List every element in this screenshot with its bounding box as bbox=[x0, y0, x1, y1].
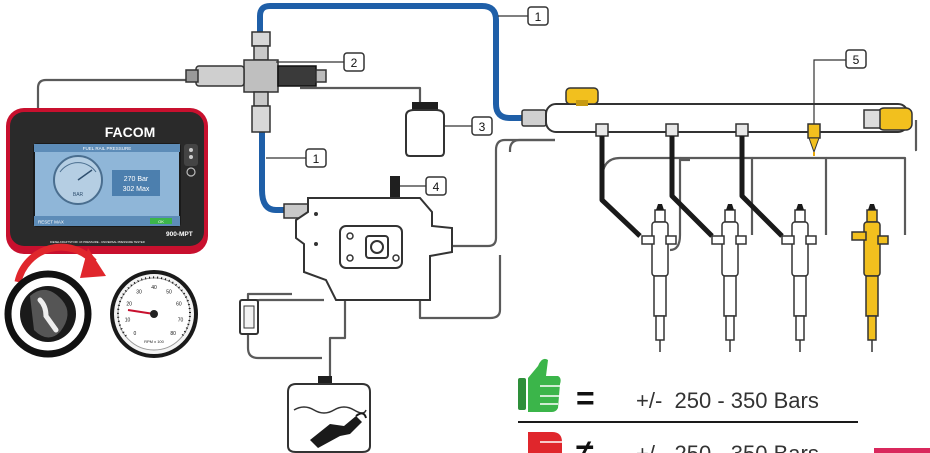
injector-3 bbox=[782, 204, 816, 352]
callout-1a: 1 bbox=[535, 10, 542, 24]
screen-gauge-unit: BAR bbox=[73, 192, 84, 198]
callout-5: 5 bbox=[853, 53, 860, 67]
screen-title: FUEL RAIL PRESSURE bbox=[83, 146, 131, 151]
collection-bottle bbox=[406, 102, 444, 156]
common-rail bbox=[522, 88, 912, 156]
injector-pipes bbox=[602, 136, 782, 236]
tachometer-tick-label: 0 bbox=[134, 331, 137, 337]
injector-4-faulty bbox=[852, 204, 888, 352]
accent-bar bbox=[874, 448, 930, 453]
tachometer-tick-label: 30 bbox=[136, 290, 142, 296]
callout-3: 3 bbox=[479, 120, 486, 134]
tee-adapter bbox=[186, 32, 326, 132]
thumbs-up-icon bbox=[518, 359, 561, 412]
injector-1 bbox=[642, 204, 676, 352]
readout-current: 270 Bar bbox=[124, 176, 149, 183]
not-equal-symbol: ≠ bbox=[576, 433, 594, 453]
device-brand: FACOM bbox=[105, 124, 156, 140]
tachometer-tick-label: 20 bbox=[126, 302, 132, 308]
result-bad: ≠ +/- 250 - 350 Bars bbox=[528, 432, 930, 453]
tachometer-tick-label: 80 bbox=[170, 331, 176, 337]
tachometer-tick-label: 60 bbox=[176, 302, 182, 308]
thumbs-down-icon bbox=[528, 432, 562, 453]
bad-range-text: +/- 250 - 350 Bars bbox=[636, 441, 819, 453]
fuel-tank bbox=[288, 376, 370, 452]
tachometer-tick-label: 10 bbox=[125, 317, 131, 323]
screen-footer-right: OK bbox=[158, 219, 164, 224]
tachometer-gauge: 0 10 20 30 40 50 60 70 80 RPM x 100 bbox=[112, 272, 196, 356]
fuel-filter bbox=[240, 300, 258, 334]
device-model: 900-MPT bbox=[166, 231, 193, 238]
good-range-text: +/- 250 - 350 Bars bbox=[636, 388, 819, 413]
ignition-key-icon bbox=[8, 247, 106, 354]
readout-max: 302 Max bbox=[123, 186, 150, 193]
injector-2 bbox=[712, 204, 746, 352]
tachometer-tick-label: 40 bbox=[151, 285, 157, 291]
callout-1b: 1 bbox=[313, 152, 320, 166]
callout-2: 2 bbox=[351, 56, 358, 70]
equals-symbol: = bbox=[576, 380, 595, 416]
result-good: = +/- 250 - 350 Bars bbox=[518, 359, 819, 416]
rail-pressure-sensor bbox=[878, 108, 912, 130]
screen-footer-left: RESET MAX bbox=[38, 220, 64, 225]
tachometer-tick-label: 50 bbox=[166, 290, 172, 296]
callout-4: 4 bbox=[433, 180, 440, 194]
device-subtitle: DIESELKRAFTSTOFF 4X PRESSURE - UNIVERSAL… bbox=[50, 240, 145, 244]
tachometer-tick-label: 70 bbox=[178, 317, 184, 323]
pressure-tester-device: FACOM FUEL RAIL PRESSURE BAR 270 Bar 302… bbox=[6, 108, 208, 254]
tachometer-unit: RPM x 100 bbox=[144, 339, 165, 344]
